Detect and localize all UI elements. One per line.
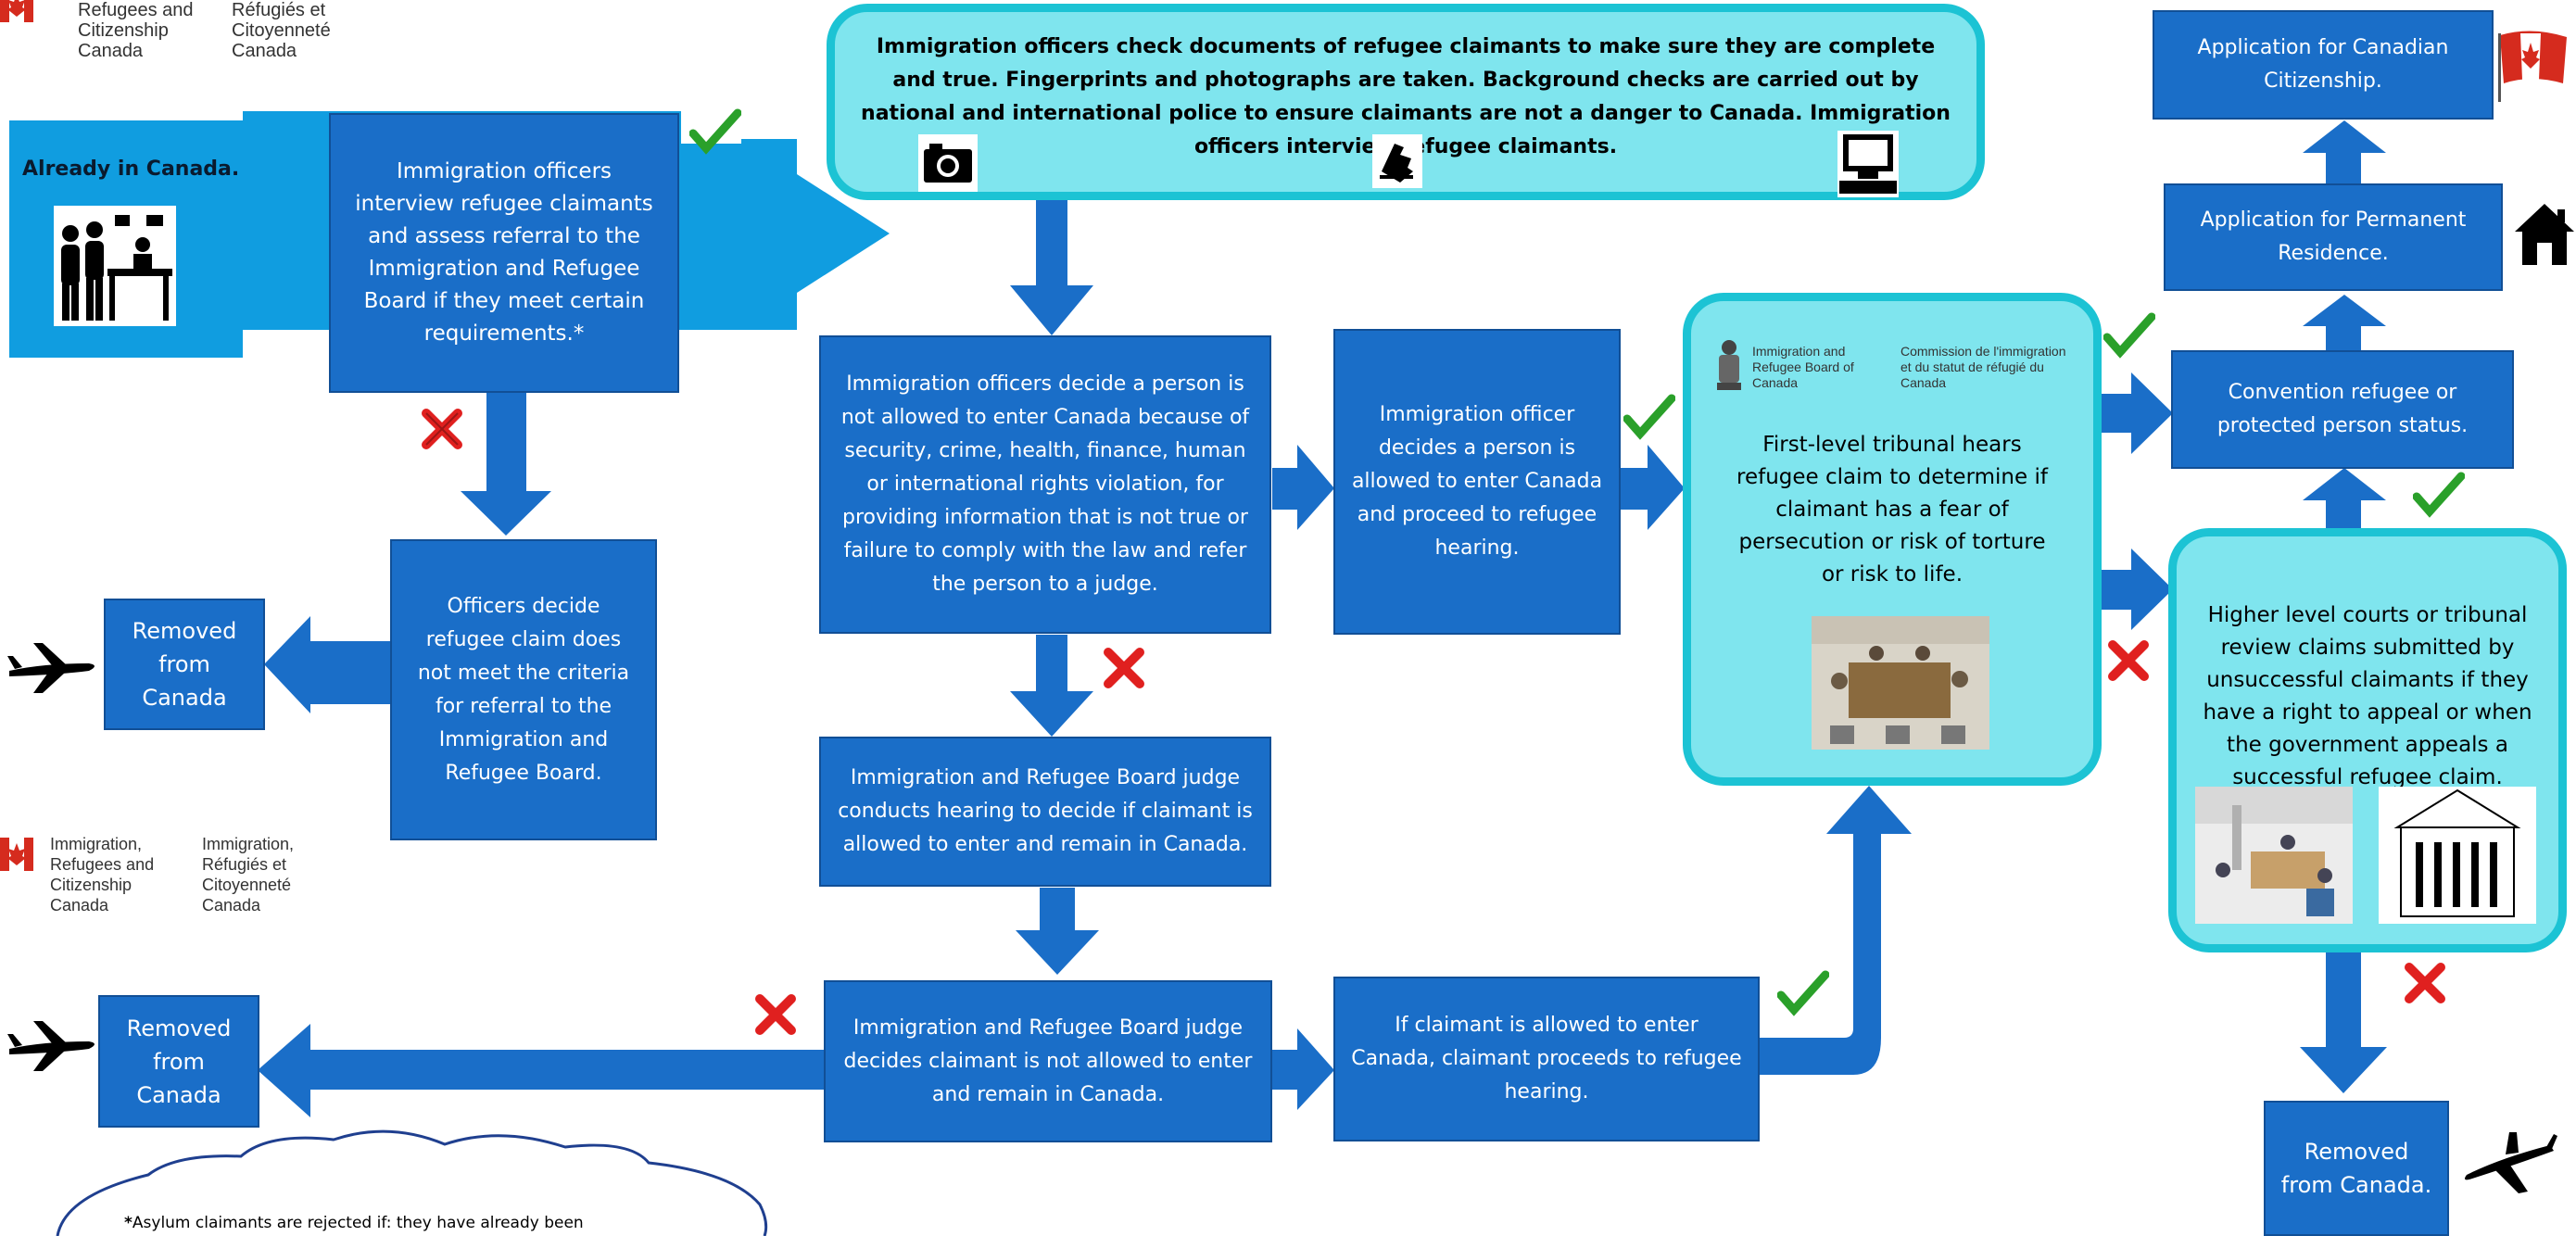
- removed-1-text: Removed from Canada: [132, 618, 237, 711]
- documents-text: Immigration officers check documents of …: [861, 35, 1951, 158]
- ircc-logo-middle-fr: Immigration, Réfugiés et Citoyenneté Can…: [202, 835, 295, 914]
- arrow-notallowed-allowed: [1272, 445, 1334, 530]
- tribunal-room-image: [1812, 616, 1989, 750]
- higher-courts-text: Higher level courts or tribunal review c…: [2203, 603, 2532, 789]
- arrow-ifallowed-up: [1759, 786, 1912, 1075]
- coat-of-arms-icon: [1717, 340, 1741, 390]
- not-allowed-text: Immigration officers decide a person is …: [840, 372, 1250, 596]
- not-allowed-box: Immigration officers decide a person is …: [819, 335, 1271, 634]
- note-star: *: [124, 1214, 133, 1232]
- checkmark-icon: [1777, 970, 1829, 1016]
- cross-icon: [422, 409, 462, 449]
- convention-box: Convention refugee or protected person s…: [2171, 350, 2514, 469]
- removed-2-box: Removed from Canada: [98, 995, 259, 1128]
- cross-icon: [2405, 963, 2445, 1003]
- convention-text: Convention refugee or protected person s…: [2216, 381, 2469, 437]
- ircc-logo-top: Immigration, Refugees and Citizenship Ca…: [0, 0, 389, 61]
- permanent-box: Application for Permanent Residence.: [2164, 183, 2503, 291]
- checkmark-icon: [2413, 472, 2465, 518]
- courtroom-image: [2195, 787, 2353, 924]
- cross-icon: [2108, 640, 2149, 681]
- if-allowed-text: If claimant is allowed to enter Canada, …: [1351, 1014, 1742, 1104]
- arrow-permanent-citizenship: [2303, 120, 2386, 183]
- note-cloud: [56, 1129, 768, 1236]
- fingerprint-icon: [1372, 134, 1422, 188]
- judge-hearing-text: Immigration and Refugee Board judge cond…: [838, 766, 1253, 856]
- start-label: Already in Canada.: [22, 158, 240, 181]
- judge-decides-text: Immigration and Refugee Board judge deci…: [843, 1015, 1253, 1106]
- removed-3-box: Removed from Canada.: [2264, 1101, 2449, 1236]
- irb-logo-fr: Commission de l'immigration et du statut…: [1900, 344, 2066, 390]
- arrow-interview-down: [461, 392, 551, 536]
- ircc-logo-middle: Immigration, Refugees and Citizenship Ca…: [0, 834, 352, 914]
- arrow-convention-permanent: [2303, 295, 2386, 350]
- not-meet-box: Officers decide refugee claim does not m…: [390, 539, 657, 840]
- interview-text: Immigration officers interview refugee c…: [355, 159, 653, 346]
- courthouse-building-image: [2379, 787, 2536, 924]
- arrow-hearing-down: [1016, 888, 1099, 975]
- permanent-text: Application for Permanent Residence.: [2200, 208, 2467, 265]
- checkmark-icon: [689, 108, 741, 155]
- arrow-decides-ifallowed: [1272, 1028, 1334, 1110]
- arrow-allowed-firstlevel: [1620, 445, 1685, 530]
- checkmark-icon: [2103, 312, 2155, 359]
- ircc-logo-middle-en: Immigration, Refugees and Citizenship Ca…: [50, 835, 155, 914]
- removed-2-text: Removed from Canada: [126, 1015, 232, 1108]
- ircc-logo-text-en: Immigration, Refugees and Citizenship Ca…: [78, 0, 194, 61]
- arrow-higher-convention: [2303, 468, 2386, 533]
- allowed-box: Immigration officer decides a person is …: [1333, 329, 1621, 635]
- arrow-notallowed-down: [1010, 635, 1093, 737]
- cross-icon: [1104, 648, 1144, 688]
- citizenship-box: Application for Canadian Citizenship.: [2153, 10, 2494, 120]
- arrow-to-removed-1: [264, 616, 391, 713]
- removed-1-box: Removed from Canada: [104, 599, 265, 730]
- irb-logo-en: Immigration and Refugee Board of Canada: [1752, 344, 1854, 390]
- note-text: *Asylum claimants are rejected if: they …: [124, 1214, 584, 1232]
- first-level-box: Immigration and Refugee Board of Canada …: [1683, 293, 2102, 786]
- cross-icon: [755, 994, 796, 1035]
- allowed-text: Immigration officer decides a person is …: [1351, 403, 1603, 560]
- computer-icon: [1837, 131, 1899, 197]
- arrow-firstlevel-higher: [2099, 549, 2173, 630]
- citizenship-text: Application for Canadian Citizenship.: [2197, 36, 2449, 93]
- house-icon: [2515, 204, 2574, 265]
- airplane-icon: [2465, 1132, 2557, 1193]
- canada-flag-icon: [0, 838, 33, 871]
- judge-decides-box: Immigration and Refugee Board judge deci…: [824, 980, 1272, 1142]
- removed-3-text: Removed from Canada.: [2280, 1139, 2432, 1198]
- arrow-firstlevel-convention: [2099, 372, 2173, 454]
- irb-logo: Immigration and Refugee Board of Canada …: [1715, 338, 2086, 394]
- arrow-higher-removed: [2300, 950, 2387, 1093]
- higher-courts-box: Higher level courts or tribunal review c…: [2168, 528, 2567, 952]
- not-meet-text: Officers decide refugee claim does not m…: [417, 594, 630, 785]
- camera-icon: [918, 134, 978, 192]
- interview-box: Immigration officers interview refugee c…: [329, 113, 679, 393]
- canada-flag-icon: [0, 0, 33, 22]
- arrow-to-removed-2: [258, 1024, 825, 1117]
- first-level-text: First-level tribunal hears refugee claim…: [1736, 433, 2048, 586]
- ircc-logo-text-fr: Immigration, Réfugiés et Citoyenneté Can…: [232, 0, 331, 61]
- checkmark-icon: [1623, 394, 1675, 440]
- airplane-icon: [7, 643, 95, 693]
- if-allowed-box: If claimant is allowed to enter Canada, …: [1333, 977, 1760, 1141]
- note-body: Asylum claimants are rejected if: they h…: [132, 1214, 584, 1232]
- canada-flag-icon: [2498, 31, 2567, 102]
- arrow-docs-down: [1010, 200, 1093, 335]
- reception-desk-icon: [54, 206, 176, 326]
- documents-box: Immigration officers check documents of …: [827, 4, 1985, 200]
- judge-hearing-box: Immigration and Refugee Board judge cond…: [819, 737, 1271, 887]
- airplane-icon: [7, 1021, 95, 1071]
